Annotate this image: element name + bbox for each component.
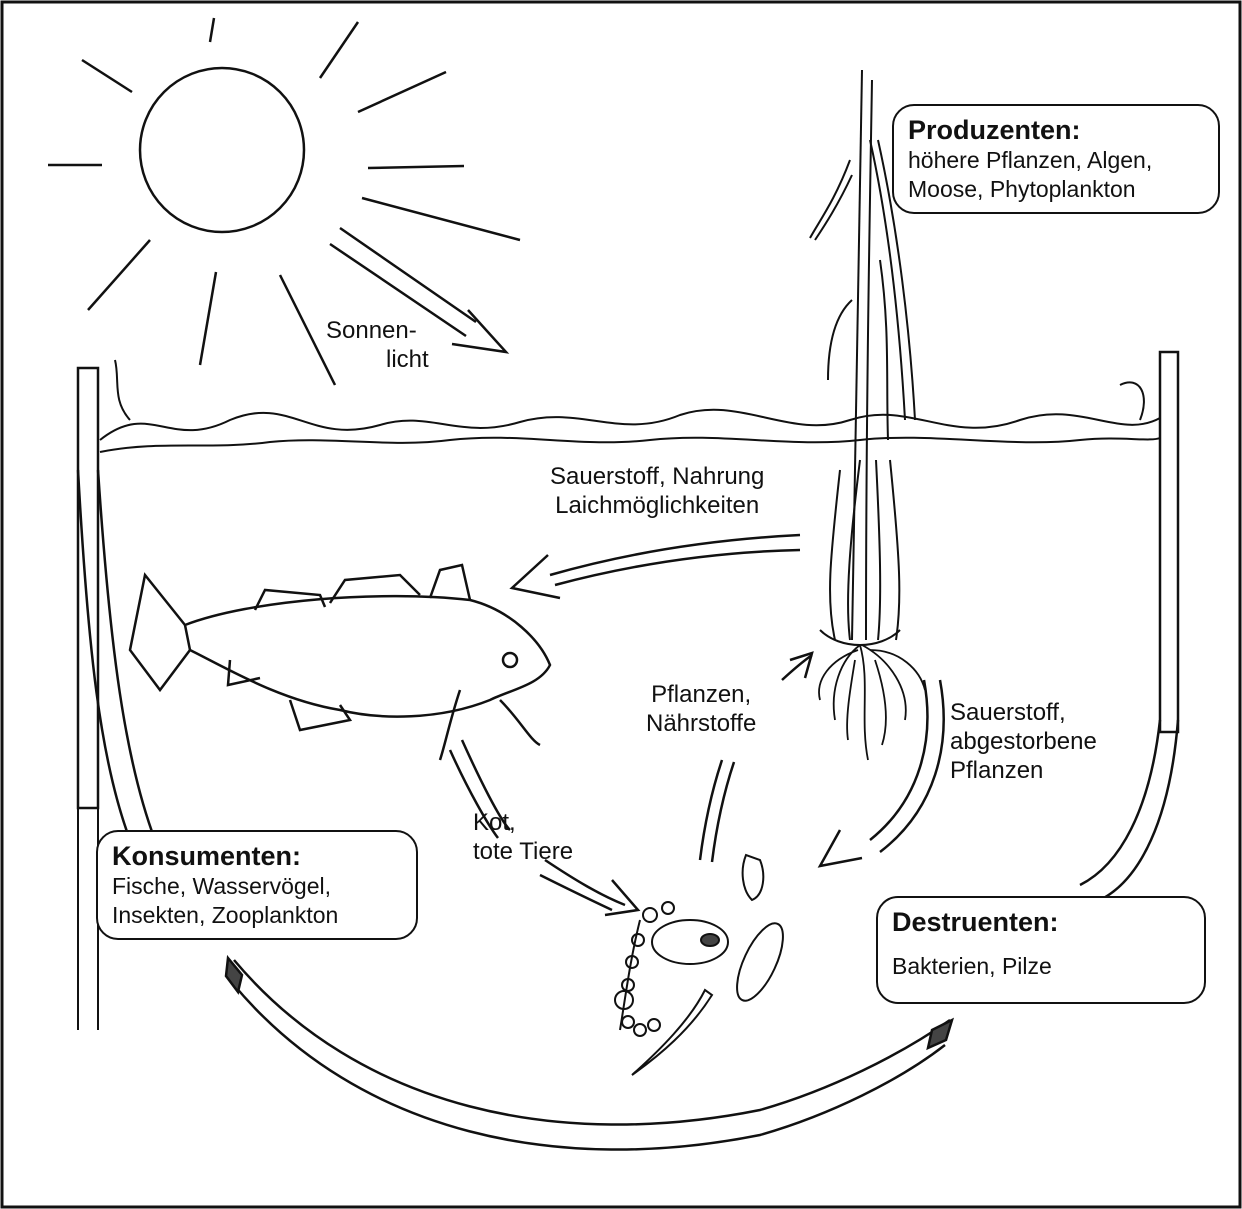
arrow-plants-to-fish	[512, 535, 800, 598]
konsumenten-line2: Insekten, Zooplankton	[112, 901, 402, 930]
label-plants-to-fish: Sauerstoff, Nahrung Laichmöglichkeiten	[550, 462, 764, 520]
label-decomposers-to-plants: Pflanzen, Nährstoffe	[646, 680, 756, 738]
sonnenlicht-line2: licht	[326, 346, 429, 373]
fish-icon	[130, 565, 550, 760]
box-destruenten: Destruenten: Bakterien, Pilze	[876, 896, 1206, 1004]
fish-to-decomposers-line2: tote Tiere	[473, 838, 573, 865]
sonnenlicht-line1: Sonnen-	[326, 317, 417, 344]
microorganisms-icon	[615, 855, 792, 1075]
decomposers-to-plants-line1: Pflanzen,	[651, 681, 751, 708]
produzenten-line1: höhere Pflanzen, Algen,	[908, 146, 1204, 175]
plants-to-decomposers-line1: Sauerstoff,	[950, 699, 1066, 726]
label-fish-to-decomposers: Kot, tote Tiere	[473, 808, 573, 866]
konsumenten-title: Konsumenten:	[112, 840, 402, 872]
destruenten-line1: Bakterien, Pilze	[892, 952, 1190, 981]
plants-to-fish-line1: Sauerstoff, Nahrung	[550, 463, 764, 490]
label-plants-to-decomposers: Sauerstoff, abgestorbene Pflanzen	[950, 698, 1097, 785]
produzenten-title: Produzenten:	[908, 114, 1204, 146]
plants-to-fish-line2: Laichmöglichkeiten	[555, 492, 759, 519]
box-konsumenten: Konsumenten: Fische, Wasservögel, Insekt…	[96, 830, 418, 940]
plants-to-decomposers-line3: Pflanzen	[950, 757, 1043, 784]
decomposers-to-plants-line2: Nährstoffe	[646, 710, 756, 737]
plant-roots-icon	[819, 645, 925, 760]
konsumenten-line1: Fische, Wasservögel,	[112, 872, 402, 901]
plants-to-decomposers-line2: abgestorbene	[950, 728, 1097, 755]
destruenten-title: Destruenten:	[892, 906, 1190, 938]
box-produzenten: Produzenten: höhere Pflanzen, Algen, Moo…	[892, 104, 1220, 214]
label-sonnenlicht: Sonnen- licht	[326, 316, 429, 374]
produzenten-line2: Moose, Phytoplankton	[908, 175, 1204, 204]
fish-to-decomposers-line1: Kot,	[473, 809, 516, 836]
arrow-plants-to-decomposers	[820, 680, 944, 866]
water-surface	[100, 360, 1160, 452]
sun-icon	[48, 18, 520, 385]
